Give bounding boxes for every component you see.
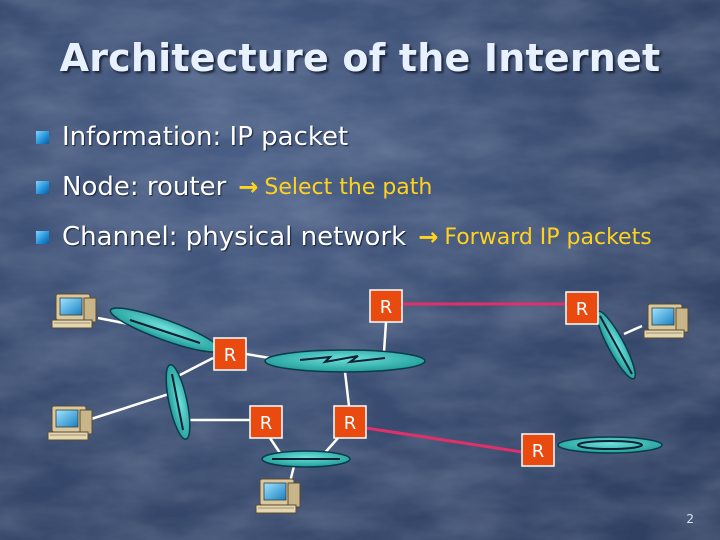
network-segment: [264, 349, 426, 373]
networks: [109, 307, 663, 468]
bullet-square-icon: [36, 180, 49, 194]
bullet-square-icon: [36, 230, 49, 244]
bullet-text: Node: router: [62, 172, 227, 202]
arrow-right-icon: →: [418, 223, 439, 251]
router: R: [565, 291, 599, 325]
bullet-square-icon: [36, 130, 49, 144]
page-number: 2: [686, 512, 694, 526]
bullet-text: Information: IP packet: [62, 122, 349, 152]
network-segment: [261, 450, 351, 468]
bullet-list: Information: IP packet Node: router → Se…: [36, 112, 720, 262]
bullet-item-node: Node: router → Select the path: [36, 162, 720, 212]
router: R: [521, 433, 555, 467]
network-segment: [109, 307, 221, 353]
router-label: R: [260, 413, 273, 434]
bullet-item-information: Information: IP packet: [36, 112, 720, 162]
computer-icon: [51, 293, 97, 329]
bullet-annotation: Forward IP packets: [444, 224, 652, 250]
link: [87, 391, 173, 422]
link: [343, 371, 351, 407]
link: [382, 321, 388, 353]
bullet-text: Channel: physical network: [62, 222, 407, 252]
router-label: R: [224, 345, 237, 366]
wan-link: [365, 426, 523, 454]
link: [623, 324, 643, 336]
router: R: [213, 337, 247, 371]
computer-icon: [643, 303, 689, 339]
router: R: [333, 405, 367, 439]
bullet-item-channel: Channel: physical network → Forward IP p…: [36, 212, 720, 262]
wan-links: [365, 302, 566, 454]
link: [177, 356, 214, 378]
network-segment: [557, 436, 663, 454]
network-segment: [165, 364, 191, 440]
router-label: R: [344, 413, 357, 434]
arrow-right-icon: →: [238, 173, 259, 201]
router: R: [249, 405, 283, 439]
router-label: R: [380, 297, 393, 318]
routers: R R R R R R: [213, 289, 599, 467]
slide-title: Architecture of the Internet: [59, 36, 661, 80]
router: R: [369, 289, 403, 323]
computer-icon: [47, 405, 93, 441]
computer-icon: [255, 478, 301, 514]
router-label: R: [576, 299, 589, 320]
router-label: R: [532, 441, 545, 462]
bullet-annotation: Select the path: [264, 174, 433, 200]
